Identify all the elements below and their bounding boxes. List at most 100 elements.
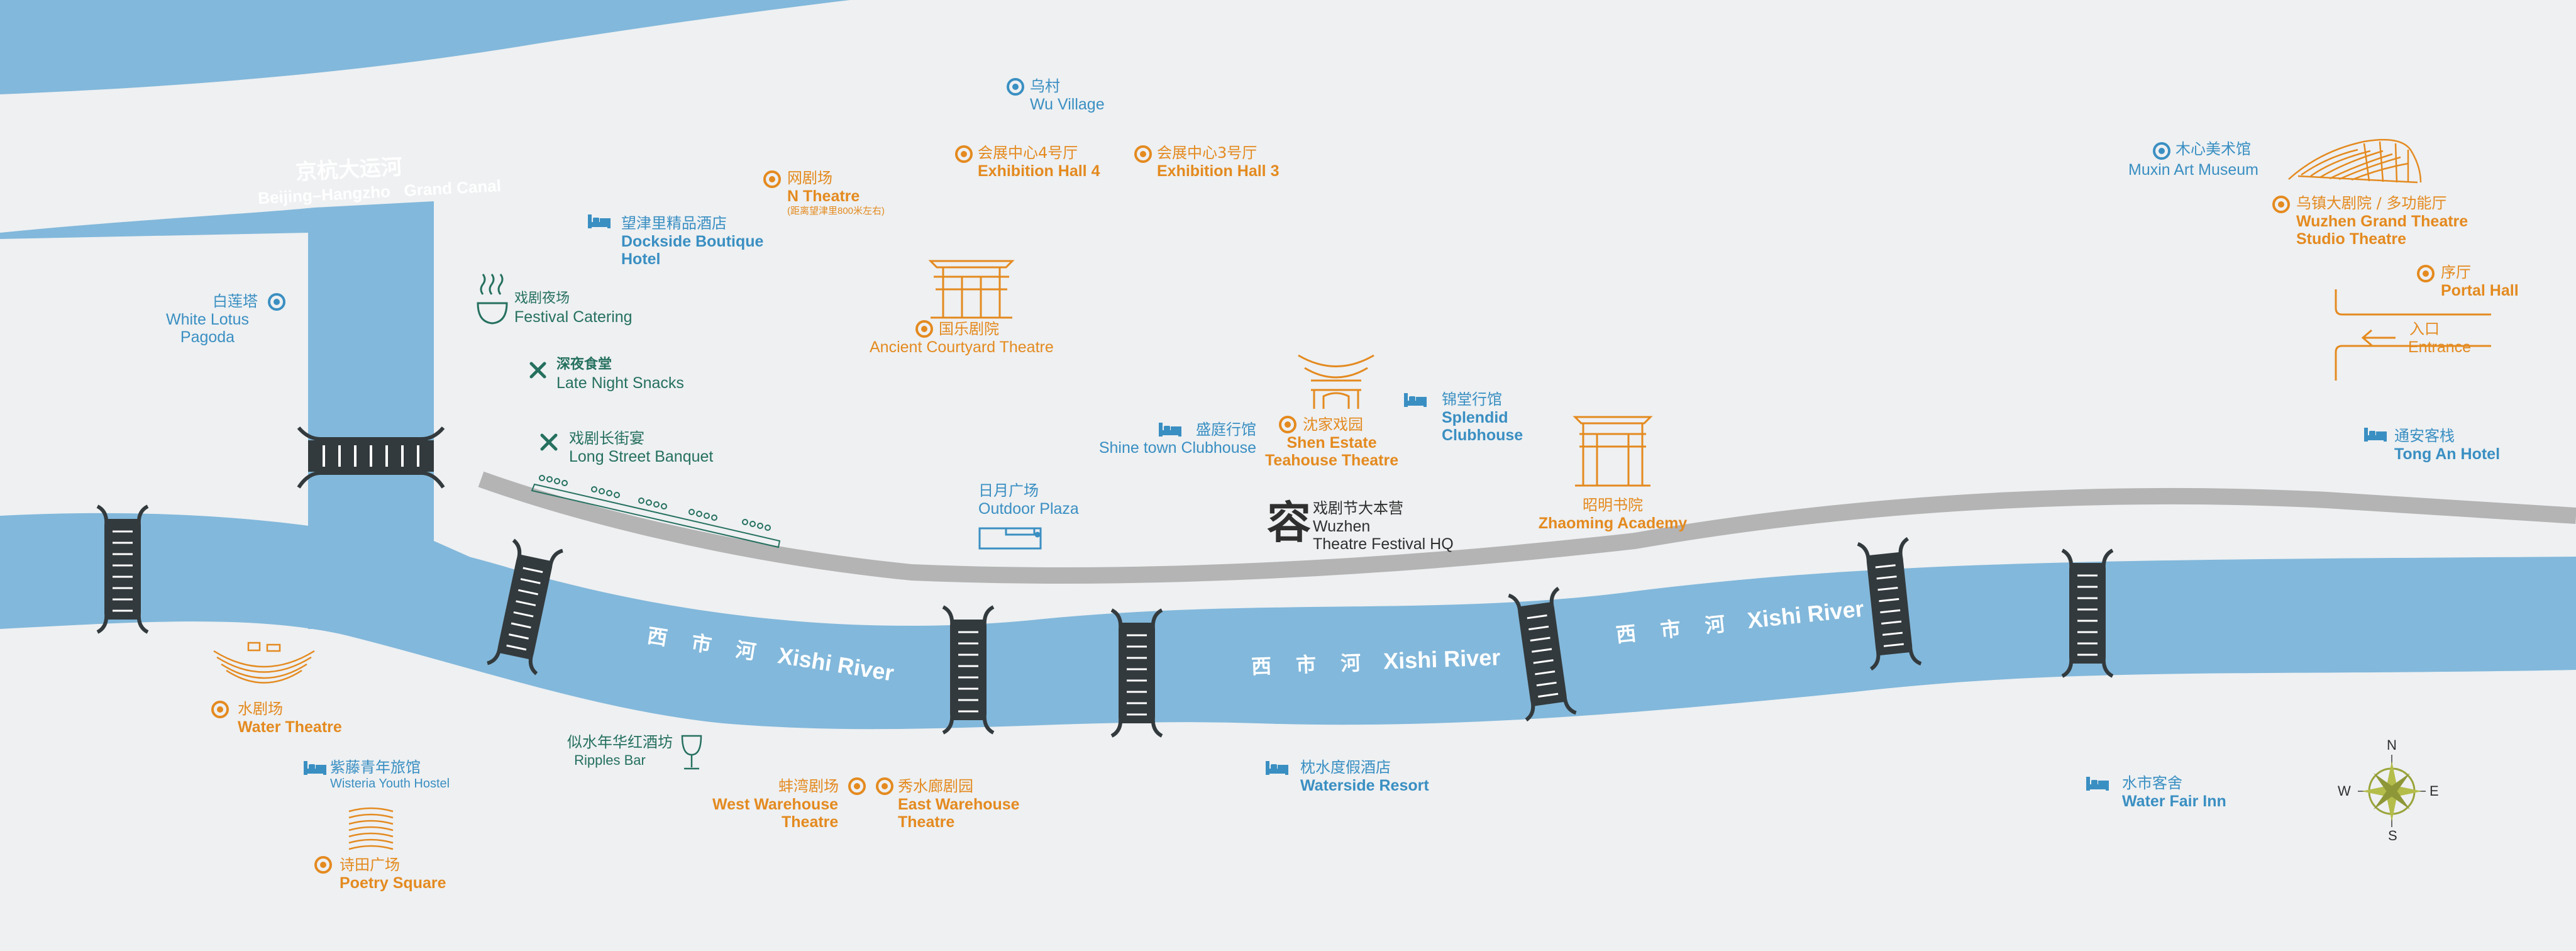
poi-en: Teahouse Theatre — [1265, 452, 1399, 469]
poi-en: Exhibition Hall 4 — [978, 162, 1100, 180]
poi-note: (距离望津里800米左右) — [787, 206, 885, 216]
academy-gate-icon — [1573, 416, 1653, 487]
poi-west-warehouse[interactable]: 蚌湾剧场 West Warehouse Theatre — [712, 777, 839, 831]
poi-zh: 枕水度假酒店 — [1300, 759, 1391, 776]
poi-muxin-en[interactable]: Muxin Art Museum — [2128, 161, 2258, 179]
banquet-tables-icon — [531, 475, 781, 548]
poi-en: Wuzhen — [1313, 518, 1371, 535]
poi-ancient-courtyard[interactable]: 国乐剧院 Ancient Courtyard Theatre — [870, 320, 1054, 356]
wine-glass-icon — [681, 735, 702, 770]
poi-water-theatre[interactable]: 水剧场 Water Theatre — [238, 699, 342, 736]
poi-en: Zhaoming Academy — [1538, 514, 1688, 532]
poi-zh: 水市客舍 — [2122, 774, 2182, 792]
water-theatre-pin-icon — [211, 701, 229, 718]
grand-canal-water — [0, 0, 851, 629]
poi-dockside-hotel[interactable]: 望津里精品酒店 Dockside Boutique Hotel — [621, 214, 763, 268]
water-fair-bed-icon — [2086, 777, 2109, 791]
poi-wisteria[interactable]: 紫藤青年旅馆 Wisteria Youth Hostel — [330, 758, 450, 791]
bridge-xishi-2-icon — [943, 607, 993, 733]
poi-zh: 戏剧夜场 — [514, 291, 570, 306]
poi-en: Water Theatre — [238, 718, 342, 736]
xishi-river-water — [0, 513, 2576, 730]
poi-zh: 戏剧长街宴 — [569, 430, 644, 447]
poi-zh: 望津里精品酒店 — [621, 214, 727, 232]
poi-zh: 蚌湾剧场 — [778, 777, 839, 795]
festival-hq-glyph-icon: 容 — [1267, 498, 1311, 547]
poi-en: Studio Theatre — [2296, 230, 2407, 248]
poi-en: Pagoda — [180, 328, 235, 346]
poi-en: Wu Village — [1030, 96, 1105, 113]
poi-zh: 沈家戏园 — [1303, 416, 1363, 433]
poi-zh: 诗田广场 — [340, 856, 400, 874]
poi-n-theatre[interactable]: 网剧场 N Theatre (距离望津里800米左右) — [787, 169, 885, 218]
fork-knife-icon — [529, 362, 546, 379]
poi-festival-catering[interactable]: 戏剧夜场 Festival Catering — [514, 289, 633, 326]
west-warehouse-pin-icon — [848, 777, 866, 795]
poi-en: Exhibition Hall 3 — [1157, 162, 1280, 180]
poi-en: Wuzhen Grand Theatre — [2296, 213, 2468, 230]
grand-theatre-pin-icon — [2272, 196, 2290, 213]
poi-zh: 水剧场 — [238, 700, 283, 718]
bridge-xishi-3-icon — [1112, 610, 1162, 736]
poi-zh: 网剧场 — [787, 169, 832, 187]
n-theatre-pin-icon — [763, 170, 781, 188]
poi-zh: 乌镇大剧院 / 多功能厅 — [2296, 194, 2447, 212]
poi-en: Portal Hall — [2441, 282, 2519, 299]
poi-en: Wisteria Youth Hostel — [330, 777, 450, 791]
poi-muxin[interactable]: 木心美术馆 — [2175, 140, 2251, 158]
poi-portal-hall[interactable]: 序厅 Portal Hall — [2441, 263, 2519, 299]
poi-long-street-banquet[interactable]: 戏剧长街宴 Long Street Banquet — [569, 429, 713, 465]
poi-shinetown[interactable]: 盛庭行馆 Shine town Clubhouse — [1068, 420, 1256, 457]
white-lotus-pin-icon — [268, 293, 285, 311]
bridge-xishi-6-icon — [2062, 550, 2113, 676]
poi-festival-hq[interactable]: 戏剧节大本营 Wuzhen Theatre Festival HQ — [1313, 499, 1454, 553]
poi-entrance[interactable]: 入口 Entrance — [2408, 320, 2471, 356]
poi-shen-estate[interactable]: 沈家戏园 Shen Estate Teahouse Theatre — [1265, 415, 1398, 469]
poi-wu-village[interactable]: 乌村 Wu Village — [1030, 77, 1105, 113]
poi-water-fair[interactable]: 水市客舍 Water Fair Inn — [2122, 774, 2226, 810]
poi-waterside[interactable]: 枕水度假酒店 Waterside Resort — [1300, 758, 1429, 794]
poi-zh: 通安客栈 — [2394, 427, 2455, 445]
courtyard-gate-icon — [928, 260, 1015, 319]
grand-canal-zh: 京杭大运河 — [295, 154, 403, 186]
poi-en: Ripples Bar — [574, 752, 646, 768]
poi-exhibition-hall-3[interactable]: 会展中心3号厅 Exhibition Hall 3 — [1157, 143, 1279, 180]
poi-grand-theatre[interactable]: 乌镇大剧院 / 多功能厅 Wuzhen Grand Theatre Studio… — [2296, 194, 2468, 248]
poi-en: N Theatre — [787, 187, 860, 205]
poi-late-night-snacks[interactable]: 深夜食堂 Late Night Snacks — [556, 355, 684, 392]
poi-poetry-square[interactable]: 诗田广场 Poetry Square — [340, 855, 446, 892]
poi-zh: 秀水廊剧园 — [898, 777, 973, 795]
entrance-path-icon — [2335, 289, 2491, 381]
poi-zh: 深夜食堂 — [556, 357, 612, 372]
poi-exhibition-hall-4[interactable]: 会展中心4号厅 Exhibition Hall 4 — [978, 143, 1100, 180]
stage-icon — [978, 527, 1042, 550]
poi-en: Ancient Courtyard Theatre — [870, 338, 1054, 356]
water-theatre-arcs-icon — [213, 642, 315, 684]
poetry-square-stack-icon — [348, 807, 394, 850]
poi-ripples-bar[interactable]: 似水年华红酒坊 Ripples Bar — [547, 733, 673, 769]
dockside-hotel-bed-icon — [588, 214, 611, 228]
waterside-bed-icon — [1266, 761, 1288, 775]
main-road — [478, 471, 2576, 584]
muxin-pin-icon — [2153, 142, 2170, 160]
poi-en: Theatre Festival HQ — [1313, 535, 1454, 553]
poi-zhaoming[interactable]: 昭明书院 Zhaoming Academy — [1534, 496, 1691, 532]
poi-tong-an[interactable]: 通安客栈 Tong An Hotel — [2394, 426, 2500, 463]
wu-village-pin-icon — [1007, 78, 1024, 96]
poi-en: Tong An Hotel — [2394, 445, 2501, 463]
poi-splendid[interactable]: 锦堂行馆 Splendid Clubhouse — [1442, 390, 1523, 444]
poi-zh: 国乐剧院 — [939, 320, 999, 338]
xishi-zh: 西 市 河 — [1251, 650, 1370, 679]
poi-zh: 昭明书院 — [1583, 496, 1643, 514]
compass-n: N — [2387, 737, 2397, 753]
poi-zh: 似水年华红酒坊 — [567, 733, 673, 751]
poi-zh: 木心美术馆 — [2175, 140, 2251, 158]
poi-east-warehouse[interactable]: 秀水廊剧园 East Warehouse Theatre — [898, 777, 1020, 831]
poi-en: Muxin Art Museum — [2128, 161, 2259, 179]
poi-white-lotus-pagoda[interactable]: 白莲塔 White Lotus Pagoda — [157, 292, 258, 346]
poi-en: Dockside Boutique — [621, 233, 764, 250]
poi-zh: 锦堂行馆 — [1442, 391, 1502, 408]
poi-en: Clubhouse — [1442, 426, 1523, 444]
poi-outdoor-plaza[interactable]: 日月广场 Outdoor Plaza — [978, 481, 1079, 518]
